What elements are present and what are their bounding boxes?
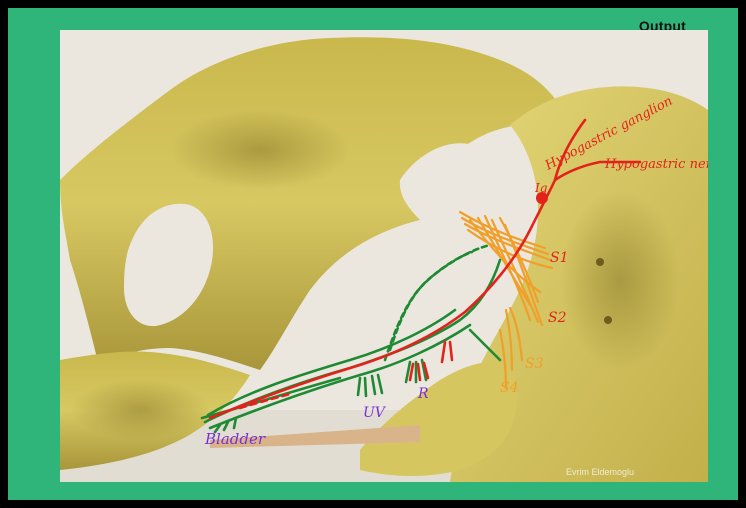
pelvis-photo: Hypogastric ganglion Hypogastric nerve I… bbox=[60, 30, 708, 482]
sacral-foramen-2 bbox=[604, 316, 612, 324]
photo-credit: Evrim Eldemoglu bbox=[566, 467, 634, 477]
r-label: R bbox=[417, 386, 429, 402]
shade-2 bbox=[560, 190, 680, 370]
shade-3 bbox=[70, 380, 210, 440]
sacral-foramen-1 bbox=[596, 258, 604, 266]
shade-1 bbox=[170, 110, 350, 190]
s2-label: S2 bbox=[548, 310, 567, 326]
uv-label: UV bbox=[363, 405, 387, 421]
s3-label: S3 bbox=[525, 356, 544, 372]
s4-label: S4 bbox=[500, 380, 519, 396]
pelvis-illustration: Hypogastric ganglion Hypogastric nerve I… bbox=[60, 30, 708, 482]
ig-label: Ig bbox=[534, 181, 548, 195]
s1-label: S1 bbox=[550, 250, 569, 266]
bladder-label: Bladder bbox=[204, 430, 266, 448]
hypogastric-nerve-label: Hypogastric nerve bbox=[604, 157, 708, 172]
